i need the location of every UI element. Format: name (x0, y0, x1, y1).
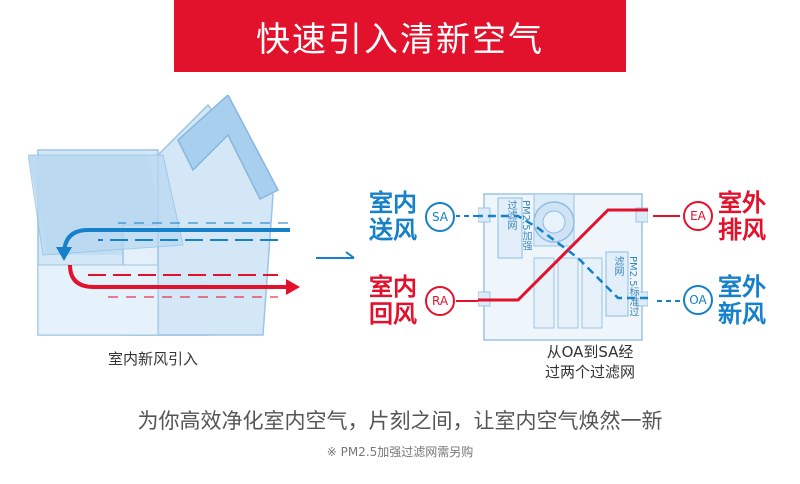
filter-plus-label: PM2.5加强过滤网 (505, 200, 531, 251)
unit-caption: 从OA到SA经 过两个过滤网 (530, 342, 650, 382)
sa-line2: 送风 (369, 216, 417, 244)
ea-label: 室外 排风 (712, 190, 772, 244)
port-arrows (456, 215, 680, 302)
tagline: 为你高效净化室内空气，片刻之间，让室内空气焕然一新 (137, 409, 663, 433)
ea-badge: EA (683, 201, 713, 231)
title-banner: 快速引入清新空气 (174, 0, 626, 72)
flow-arrow-icon (316, 251, 355, 259)
ea-line1: 室外 (718, 189, 766, 217)
ra-line1: 室内 (369, 273, 417, 301)
house-illustration (28, 95, 300, 336)
sa-badge: SA (425, 202, 455, 232)
sa-label: 室内 送风 (363, 190, 423, 244)
sa-line1: 室内 (369, 189, 417, 217)
ventilation-unit (478, 193, 648, 341)
oa-badge: OA (683, 285, 713, 315)
oa-line1: 室外 (718, 273, 766, 301)
unit-caption-line2: 过两个过滤网 (544, 363, 635, 381)
oa-line2: 新风 (718, 300, 766, 328)
ra-badge: RA (425, 286, 455, 316)
ea-line2: 排风 (718, 216, 766, 244)
filter-std-label: PM2.5标准过滤网 (612, 256, 638, 317)
house-caption: 室内新风引入 (108, 350, 199, 368)
footnote: ※ PM2.5加强过滤网需另购 (326, 445, 474, 459)
unit-caption-line1: 从OA到SA经 (546, 343, 634, 361)
banner-title: 快速引入清新空气 (256, 19, 544, 60)
ra-label: 室内 回风 (363, 274, 423, 328)
ra-line2: 回风 (369, 300, 417, 328)
oa-label: 室外 新风 (712, 274, 772, 328)
